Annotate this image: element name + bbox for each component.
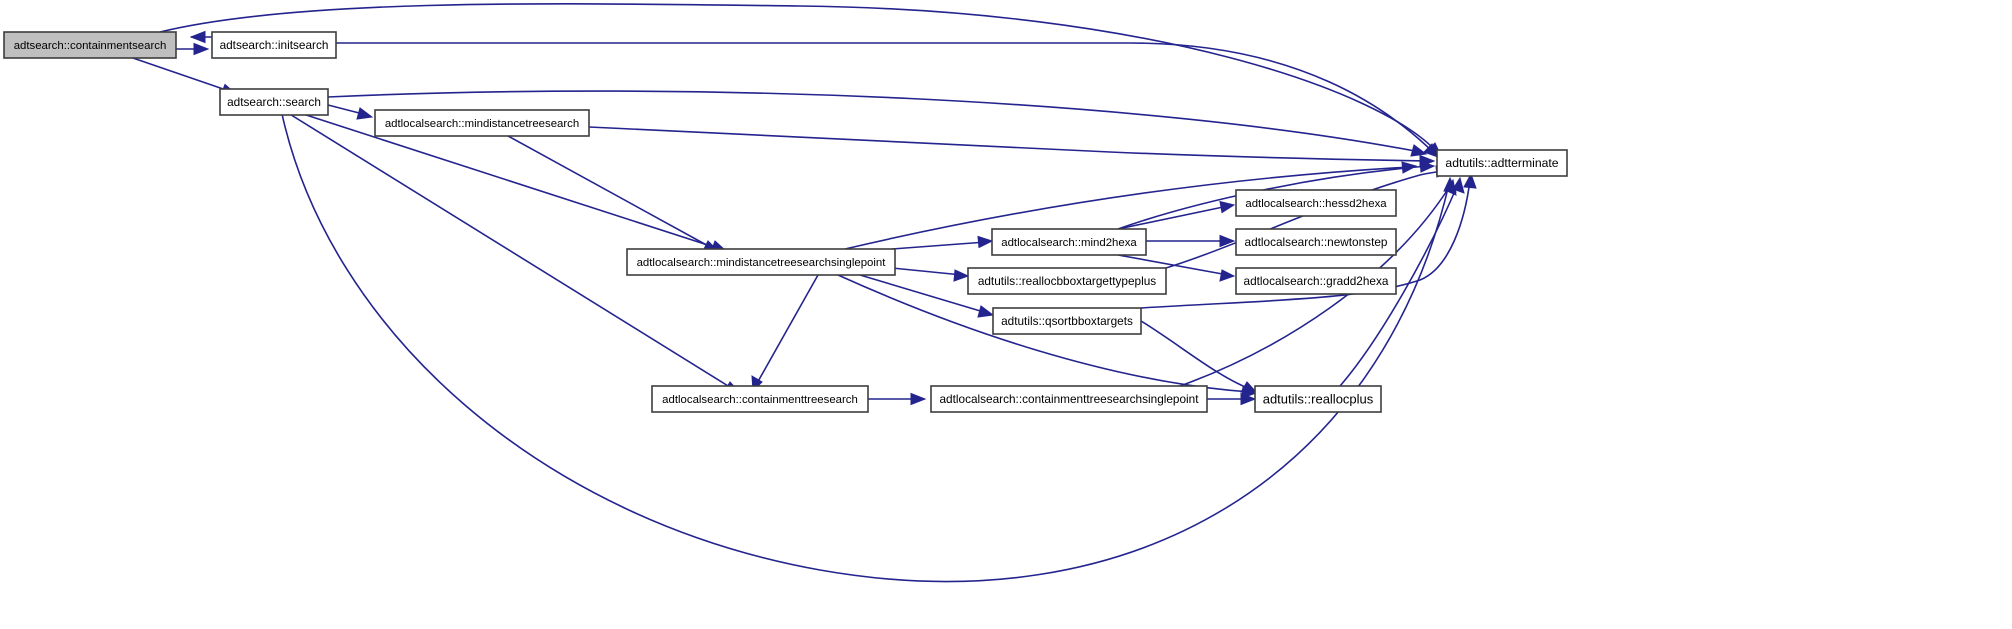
node-adtutils-reallocbboxtargettypeplus[interactable]: adtutils::reallocbboxtargettypeplus (967, 267, 1167, 295)
node-adtlocalsearch-newtonstep[interactable]: adtlocalsearch::newtonstep (1235, 228, 1397, 256)
svg-text:adtlocalsearch::mind2hexa: adtlocalsearch::mind2hexa (1001, 237, 1137, 249)
edge-mind2hexa-to-newtonstep (1146, 234, 1236, 248)
node-adtlocalsearch-gradd2hexa[interactable]: adtlocalsearch::gradd2hexa (1235, 267, 1397, 295)
edge-initsearch-to-adtterminate (336, 42, 1439, 158)
node-adtsearch-search[interactable]: adtsearch::search (219, 88, 329, 116)
svg-text:adtlocalsearch::gradd2hexa: adtlocalsearch::gradd2hexa (1244, 274, 1389, 288)
svg-text:adtlocalsearch::newtonstep: adtlocalsearch::newtonstep (1245, 235, 1388, 249)
edge-search-to-adtterminate (327, 90, 1428, 157)
svg-text:adtutils::adtterminate: adtutils::adtterminate (1445, 156, 1558, 170)
node-adtlocalsearch-mindistancetreesearch[interactable]: adtlocalsearch::mindistancetreesearch (374, 109, 590, 137)
edge-mdtssp-to-mind2hexa (891, 235, 994, 250)
node-adtlocalsearch-hessd2hexa[interactable]: adtlocalsearch::hessd2hexa (1235, 189, 1397, 217)
node-adtlocalsearch-containmenttreesearchsinglepoint[interactable]: adtlocalsearch::containmenttreesearchsin… (930, 385, 1208, 413)
svg-text:adtutils::reallocbboxtargettyp: adtutils::reallocbboxtargettypeplus (978, 274, 1156, 288)
svg-text:adtlocalsearch::containmenttre: adtlocalsearch::containmenttreesearchsin… (939, 392, 1199, 406)
node-layer: adtsearch::containmentsearch adtsearch::… (3, 31, 1568, 413)
svg-text:adtlocalsearch::mindistancetre: adtlocalsearch::mindistancetreesearch (385, 118, 579, 130)
svg-text:adtsearch::initsearch: adtsearch::initsearch (220, 38, 329, 52)
node-adtsearch-initsearch[interactable]: adtsearch::initsearch (211, 31, 337, 59)
node-adtlocalsearch-mindistancetreesearchsinglepoint[interactable]: adtlocalsearch::mindistancetreesearchsin… (626, 248, 896, 276)
node-adtutils-adtterminate[interactable]: adtutils::adtterminate (1436, 149, 1568, 177)
edge-containmenttreesearch-to-ctssp (868, 392, 927, 406)
svg-text:adtsearch::search: adtsearch::search (227, 95, 321, 109)
svg-text:adtlocalsearch::mindistancetre: adtlocalsearch::mindistancetreesearchsin… (637, 257, 887, 269)
edge-reallocplus-to-adtterminate (1339, 176, 1465, 387)
node-adtlocalsearch-mind2hexa[interactable]: adtlocalsearch::mind2hexa (991, 228, 1147, 256)
edge-containmentsearch-to-adtterminate-top (159, 3, 1442, 157)
edge-qsortbboxtargets-to-adtterminate (1140, 172, 1477, 309)
svg-text:adtlocalsearch::hessd2hexa: adtlocalsearch::hessd2hexa (1245, 198, 1387, 210)
node-adtutils-qsortbboxtargets[interactable]: adtutils::qsortbboxtargets (992, 307, 1142, 335)
svg-text:adtutils::qsortbboxtargets: adtutils::qsortbboxtargets (1001, 314, 1133, 328)
svg-text:adtutils::reallocplus: adtutils::reallocplus (1263, 391, 1374, 406)
edge-search-to-mindistancetreesearch (327, 104, 374, 120)
node-adtsearch-containmentsearch[interactable]: adtsearch::containmentsearch (3, 31, 177, 59)
node-adtlocalsearch-containmenttreesearch[interactable]: adtlocalsearch::containmenttreesearch (651, 385, 869, 413)
svg-text:adtsearch::containmentsearch: adtsearch::containmentsearch (14, 40, 167, 52)
edge-layer (129, 3, 1477, 583)
edge-mind2hexa-to-hessd2hexa (1117, 200, 1236, 230)
node-adtutils-reallocplus[interactable]: adtutils::reallocplus (1254, 385, 1382, 413)
edge-search-to-adtterminate-bottom (281, 113, 1457, 583)
edge-ctssp-to-reallocplus (1207, 392, 1257, 406)
edge-mdtssp-to-qsortbboxtargets (859, 274, 995, 318)
edge-mindistancetreesearch-to-mdtssp (507, 135, 720, 252)
edge-mdtssp-to-reallocbboxtargettypeplus (891, 267, 970, 282)
edge-initsearch-to-containmentsearch (189, 30, 212, 44)
edge-qsortbboxtargets-to-reallocplus (1140, 320, 1258, 393)
edge-containmentsearch-to-initsearch (176, 42, 210, 56)
edge-mdtssp-to-containmenttreesearch (751, 274, 819, 393)
svg-text:adtlocalsearch::containmenttre: adtlocalsearch::containmenttreesearch (662, 394, 858, 406)
